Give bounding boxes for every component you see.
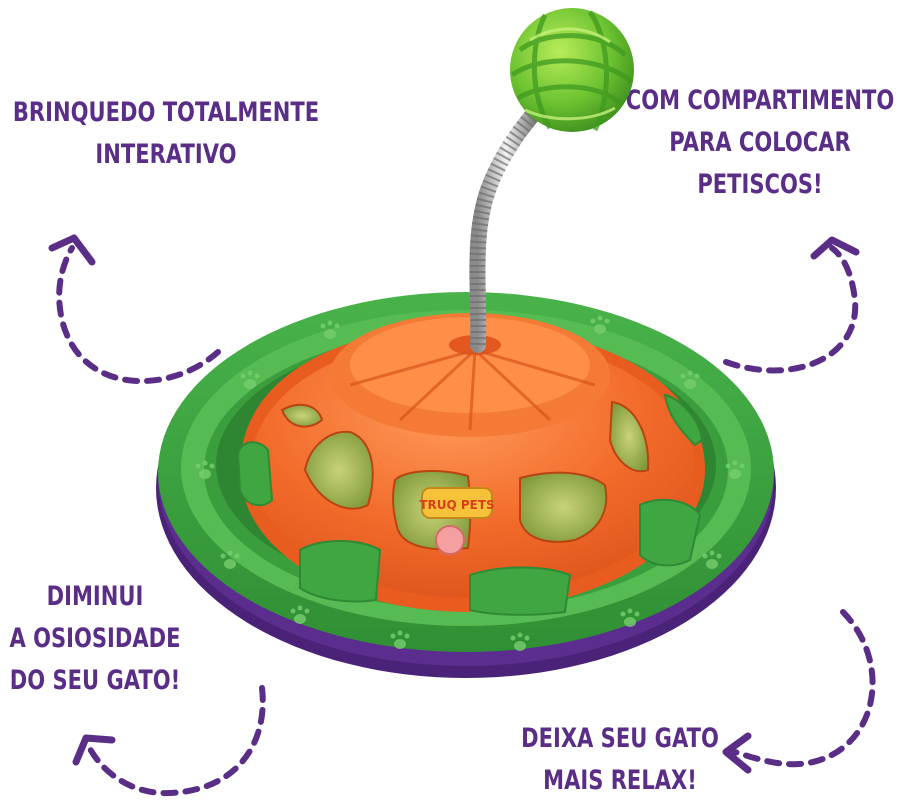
caption-treat-compartment: COM COMPARTIMENTO PARA COLOCAR PETISCOS! bbox=[604, 80, 904, 206]
caption-line: PARA COLOCAR bbox=[669, 127, 851, 158]
arrowhead-icon bbox=[722, 732, 752, 774]
caption-relaxed-cat: DEIXA SEU GATO MAIS RELAX! bbox=[495, 718, 745, 802]
caption-line: DO SEU GATO! bbox=[9, 665, 181, 696]
caption-interactive-toy: BRINQUEDO TOTALMENTE INTERATIVO bbox=[2, 92, 330, 176]
caption-line: DIMINUI bbox=[46, 581, 144, 612]
caption-line: BRINQUEDO TOTALMENTE bbox=[12, 97, 320, 128]
curved-dashed-arrow-icon bbox=[56, 245, 221, 385]
arrowhead-icon bbox=[48, 234, 96, 266]
caption-line: DEIXA SEU GATO bbox=[521, 723, 719, 754]
caption-line: INTERATIVO bbox=[95, 139, 237, 170]
spring-wire bbox=[469, 104, 543, 353]
curved-dashed-arrow-icon bbox=[723, 245, 859, 374]
paw-print-icon bbox=[195, 315, 745, 651]
caption-line: PETISCOS! bbox=[697, 169, 823, 200]
toy-orange-housing: TRUQ PETS bbox=[236, 313, 705, 616]
yarn-ball-toy bbox=[510, 8, 634, 132]
product-label-text: TRUQ PETS bbox=[419, 498, 494, 512]
caption-line: COM COMPARTIMENTO bbox=[625, 85, 895, 116]
curved-dashed-arrow-icon bbox=[732, 609, 876, 768]
caption-line: MAIS RELAX! bbox=[543, 765, 697, 796]
caption-line: A OSIOSIDADE bbox=[9, 623, 181, 654]
arrowhead-icon bbox=[72, 734, 116, 766]
curved-dashed-arrow-icon bbox=[85, 685, 266, 797]
arrowhead-icon bbox=[810, 236, 860, 260]
inner-ball bbox=[435, 525, 465, 555]
caption-reduces-idleness: DIMINUI A OSIOSIDADE DO SEU GATO! bbox=[0, 576, 200, 702]
product-label: TRUQ PETS bbox=[419, 487, 495, 519]
